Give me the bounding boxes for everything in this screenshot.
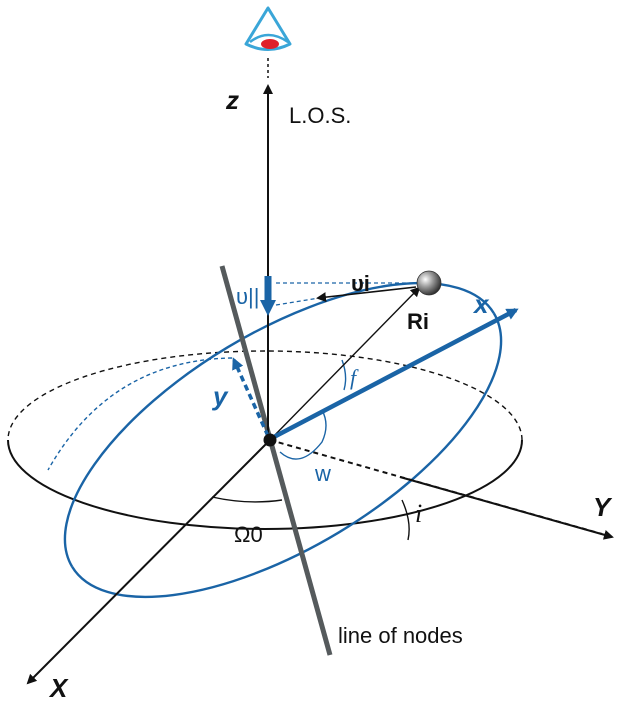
f-label: f: [350, 365, 359, 390]
x-axis-label: X: [48, 673, 69, 703]
w-label: w: [314, 461, 331, 486]
inclination-angle-arc: [401, 499, 410, 541]
inclination-label: i: [415, 499, 422, 528]
w-angle-arc: [279, 409, 327, 460]
orbit-ellipse-top: [63, 281, 495, 568]
omega-label: Ω0: [234, 522, 263, 547]
v-parallel-label: υ||: [236, 284, 259, 309]
x-axis-line: [26, 439, 271, 685]
z-axis-label: z: [225, 85, 239, 115]
r-i-label: Ri: [407, 309, 429, 334]
omega-angle-arc: [211, 496, 283, 503]
line-of-nodes-label: line of nodes: [338, 623, 463, 648]
y-orbit-axis: [232, 357, 270, 437]
y-axis-label: Y: [593, 492, 613, 522]
y-orbit-label: y: [211, 381, 229, 411]
observer-eye-icon: [244, 6, 292, 51]
r-i-vector: [269, 286, 421, 441]
f-angle-arc: [341, 359, 347, 391]
v-i-label: υi: [351, 271, 370, 296]
star-sphere-icon: [416, 270, 442, 296]
los-label: L.O.S.: [289, 103, 351, 128]
origin-dot: [263, 433, 277, 447]
y-axis-line: [399, 476, 614, 540]
v-i-projection-dashed: [275, 296, 326, 306]
orbit-ellipse-front: [71, 312, 503, 599]
line-of-nodes: [219, 265, 333, 656]
v-parallel-arrow-head: [260, 300, 276, 316]
x-orbit-label: x: [472, 289, 490, 319]
orbit-hidden-dashed: [47, 357, 233, 471]
x-orbit-axis: [270, 308, 519, 440]
v-i-vector: [316, 286, 417, 303]
sky-plane-front: [7, 439, 523, 530]
